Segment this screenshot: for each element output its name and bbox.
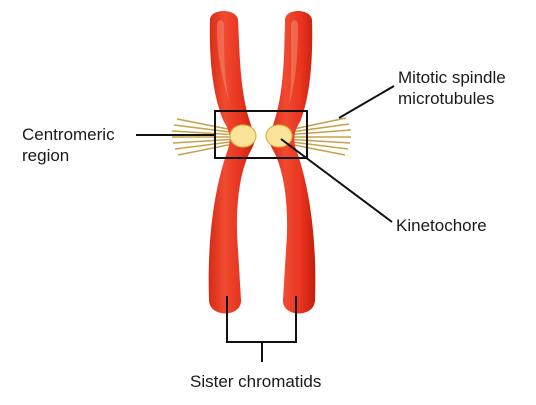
centromeric-label-line1: Centromeric (22, 125, 115, 144)
spindle-leader-line (338, 85, 395, 119)
right-chromatid-highlight (289, 20, 298, 105)
microtubules-left (171, 118, 239, 156)
spindle-label-line2: microtubules (398, 89, 495, 108)
kinetochore-leader-line (280, 138, 393, 223)
spindle-label-line1: Mitotic spindle (398, 68, 506, 87)
sister-chromatids-label: Sister chromatids (190, 372, 322, 391)
sister-chromatids-bracket (226, 296, 297, 362)
spindle-microtubules-label: Mitotic spindle microtubules (398, 67, 506, 109)
left-chromatid-highlight (217, 20, 230, 105)
centromeric-region-label: Centromeric region (22, 124, 115, 166)
kinetochore-label: Kinetochore (396, 216, 487, 235)
centromeric-label-line2: region (22, 146, 70, 165)
left-chromatid (208, 11, 255, 314)
right-chromatid (269, 11, 316, 314)
kinetochore-left (229, 124, 257, 148)
